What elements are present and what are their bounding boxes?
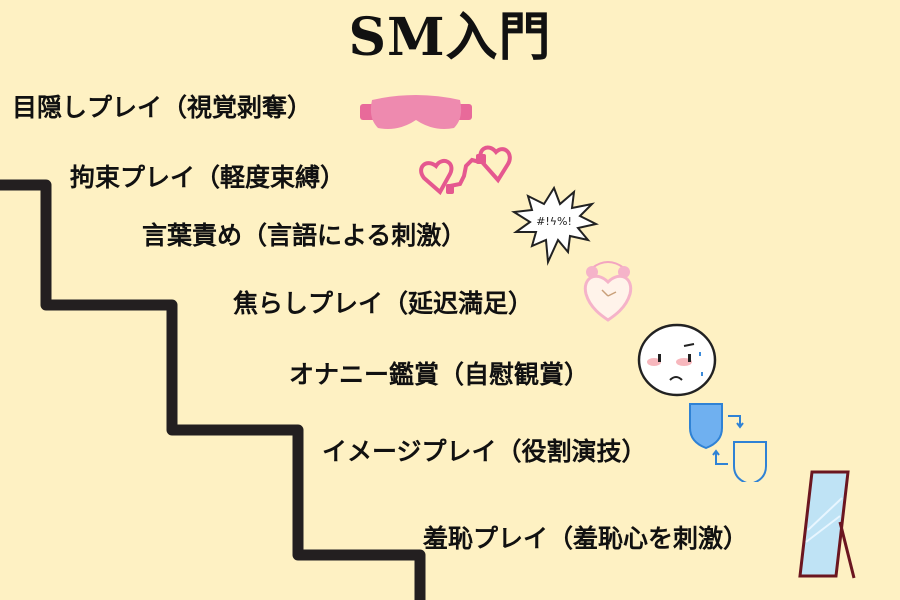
heart-handcuffs-icon [419,145,512,196]
step-label-blindfold: 目隠しプレイ（視覚剥奪） [12,93,313,122]
step-label-teasing: 焦らしプレイ（延迟満足） [233,289,534,318]
standing-mirror-icon [798,470,856,579]
page-title: SM入門 [348,7,552,68]
alarm-clock-icon [583,261,633,322]
step-label-shame: 羞恥プレイ（羞恥心を刺激） [423,524,749,553]
step-label-roleplay: イメージプレイ（役割演技） [322,437,647,466]
speech-burst-text: #!ϟ%! [536,215,572,228]
embarrassed-face-icon [637,323,717,397]
step-label-restraint: 拘束プレイ（軽度束縛） [70,163,346,192]
speech-burst-icon: #!ϟ%! [511,185,599,266]
step-label-verbal: 言葉責め（言語による刺激） [142,221,467,250]
theater-masks-icon [689,403,767,482]
sleep-mask-icon [360,95,472,129]
step-label-watching: オナニー鑑賞（自慰観賞） [289,360,590,389]
